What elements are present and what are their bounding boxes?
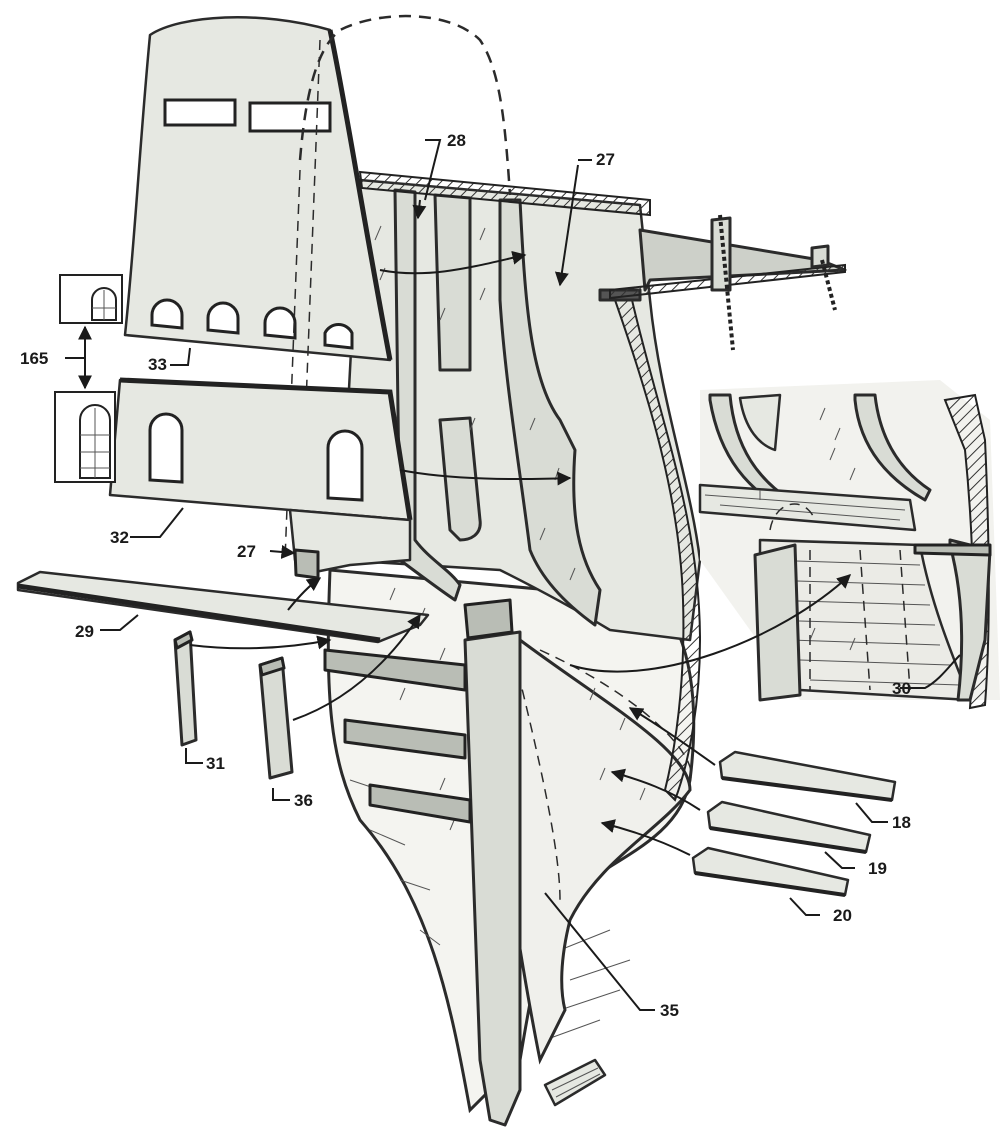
callout-labels: 165 33 32 27 28 27 29 31 36 30 18 19 20 … [20,131,911,1020]
plank-18 [718,750,897,802]
label-29: 29 [75,622,94,641]
label-35: 35 [660,1001,679,1020]
assembly-arrows [189,164,852,856]
hull-beams [323,648,472,824]
label-28: 28 [447,131,466,150]
middle-transom-32 [108,377,413,580]
callout-leaders [100,139,961,1011]
label-31: 31 [206,754,225,773]
label-36: 36 [294,791,313,810]
plank-20 [691,846,850,897]
label-30: 30 [892,679,911,698]
label-20: 20 [833,906,852,925]
label-33: 33 [148,355,167,374]
label-18: 18 [892,813,911,832]
label-19: 19 [868,859,887,878]
keel-block [543,1058,607,1107]
window-panel-165-lower [54,391,116,483]
post-36 [258,656,294,780]
label-32: 32 [110,528,129,547]
transom-ghost-outline [298,14,512,196]
label-27-left: 27 [237,542,256,561]
label-27-right: 27 [596,150,615,169]
label-165: 165 [20,349,48,368]
upper-right-deck [609,214,847,351]
stern-post [463,598,522,1127]
plank-19 [706,800,872,854]
dimension-165 [65,325,92,390]
upper-transom-33 [123,16,393,362]
window-panel-165-upper [59,274,123,324]
post-31 [173,630,198,747]
inset-detail-30 [698,380,1000,710]
